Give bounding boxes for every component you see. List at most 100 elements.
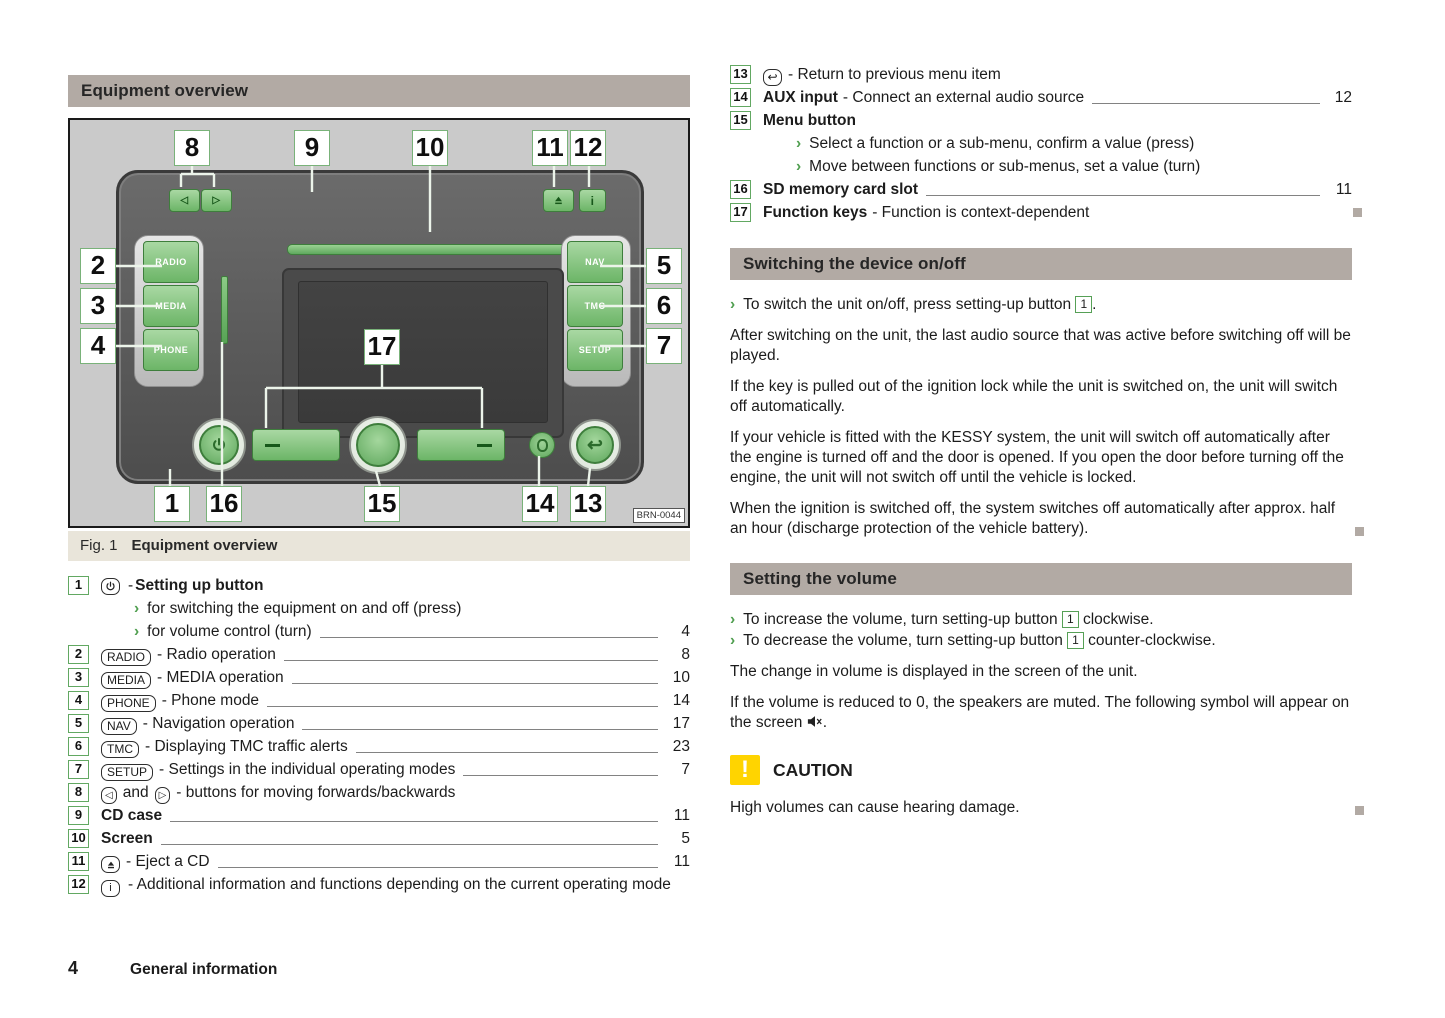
page-ref: 8 <box>681 646 690 663</box>
aux-input-jack <box>529 432 555 458</box>
leader-line <box>1092 103 1320 104</box>
page-ref: 11 <box>673 807 690 824</box>
item-number: 8 <box>68 783 89 802</box>
setup-key: SETUP <box>101 764 154 781</box>
item-text: - MEDIA operation <box>157 669 284 686</box>
item-number: 3 <box>68 668 89 687</box>
figure-callout-12: 12 <box>570 130 606 166</box>
paragraph: After switching on the unit, the last au… <box>730 327 1351 364</box>
item-number: 9 <box>68 806 89 825</box>
item-text: - Connect an external audio source <box>842 89 1085 106</box>
item-conjunction: and <box>122 784 149 801</box>
figure-callout-2: 2 <box>80 248 116 284</box>
item-number: 15 <box>730 111 751 130</box>
end-of-section-marker <box>1355 806 1364 815</box>
chevron-icon: › <box>730 296 736 313</box>
leader-line <box>355 752 658 753</box>
device-nav-button: NAV <box>567 241 623 283</box>
sub-bullet: ›Move between functions or sub-menus, se… <box>763 155 1352 178</box>
bullet-text: counter-clockwise. <box>1083 632 1216 649</box>
paragraph: If your vehicle is fitted with the KESSY… <box>730 429 1344 486</box>
item-text: - buttons for moving forwards/backwards <box>176 784 456 801</box>
paragraph: When the ignition is switched off, the s… <box>730 499 1364 539</box>
seek-forward-button: ▷ <box>201 189 232 212</box>
figure-callout-1: 1 <box>154 486 190 522</box>
leader-line <box>217 867 658 868</box>
chevron-icon: › <box>730 611 736 628</box>
eject-icon <box>107 861 114 868</box>
function-key-left <box>252 429 340 461</box>
leader-line <box>463 775 658 776</box>
return-arrow-icon: ↩ <box>587 434 603 456</box>
item-text: - Additional information and functions d… <box>128 876 671 893</box>
legend-item-3: 3 MEDIA - MEDIA operation 10 <box>68 666 690 689</box>
figure-code: BRN-0044 <box>632 508 685 523</box>
figure-callout-4: 4 <box>80 328 116 364</box>
item-number: 2 <box>68 645 89 664</box>
page-footer: 4 General information <box>68 958 668 979</box>
sub-bullet-text: Select a function or a sub-menu, confirm… <box>809 135 1195 152</box>
section-header-switching: Switching the device on/off <box>730 248 1352 280</box>
item-title: Setting up button <box>135 577 264 594</box>
item-number: 6 <box>68 737 89 756</box>
chevron-icon: › <box>796 135 802 152</box>
bullet-text: clockwise. <box>1078 611 1154 628</box>
item-text: - Eject a CD <box>126 853 210 870</box>
item-text: - Navigation operation <box>142 715 295 732</box>
volume-bullets: › To increase the volume, turn setting-up… <box>730 609 1352 651</box>
bullet-increase-volume: › To increase the volume, turn setting-up… <box>730 609 1352 630</box>
legend-item-13: 13↩- Return to previous menu item <box>730 63 1352 86</box>
bullet-text: To increase the volume, turn setting-up … <box>743 611 1062 628</box>
seek-back-button: ◁ <box>169 189 200 212</box>
leader-line <box>267 706 658 707</box>
figure-callout-3: 3 <box>80 288 116 324</box>
chevron-icon: › <box>730 632 736 649</box>
figure-leader-lines <box>116 166 646 487</box>
right-triangle-icon: ▷ <box>212 195 221 206</box>
eject-key <box>101 856 120 873</box>
figure-callout-9: 9 <box>294 130 330 166</box>
page-ref: 14 <box>672 692 690 709</box>
eject-icon <box>555 196 562 205</box>
item-bold: SD memory card slot <box>763 181 919 198</box>
paragraph-text: When the ignition is switched off, the s… <box>730 500 1336 537</box>
caution-text: High volumes can cause hearing damage. <box>730 798 1364 818</box>
sub-bullet: ›for switching the equipment on and off … <box>101 597 690 620</box>
nav-key: NAV <box>101 718 137 735</box>
page-ref: 10 <box>672 669 690 686</box>
caution-icon: ! <box>730 755 760 785</box>
info-icon: i <box>590 193 595 208</box>
page-ref: 7 <box>681 761 690 778</box>
switching-bullets: ›To switch the unit on/off, press settin… <box>730 294 1352 315</box>
left-column: Equipment overview ◁ ▷ i RADIO MEDIA PHO… <box>68 75 690 897</box>
legend-left: 1 -Setting up button ›for switching the … <box>68 574 690 897</box>
leader-line <box>283 660 658 661</box>
leader-line <box>170 821 658 822</box>
media-key: MEDIA <box>101 672 152 689</box>
item-bold: Menu button <box>763 112 856 129</box>
item-number: 17 <box>730 203 751 222</box>
item-number: 5 <box>68 714 89 733</box>
item-text: - Phone mode <box>161 692 260 709</box>
inline-callout-1: 1 <box>1067 632 1084 649</box>
leader-line <box>291 683 658 684</box>
power-key <box>101 578 120 595</box>
legend-item-8: 8◁and▷- buttons for moving forwards/back… <box>68 781 690 804</box>
info-key: i <box>101 880 120 897</box>
inline-callout-1: 1 <box>1061 611 1079 628</box>
item-number: 14 <box>730 88 751 107</box>
figure-callout-11: 11 <box>532 130 568 166</box>
paragraph: If the volume is reduced to 0, the speak… <box>730 693 1352 733</box>
figure-callout-17: 17 <box>364 329 400 365</box>
item-text: - Displaying TMC traffic alerts <box>145 738 348 755</box>
power-icon <box>213 438 225 451</box>
footer-section-title: General information <box>130 961 278 978</box>
caution-title: CAUTION <box>773 759 853 780</box>
eject-button <box>543 189 574 212</box>
